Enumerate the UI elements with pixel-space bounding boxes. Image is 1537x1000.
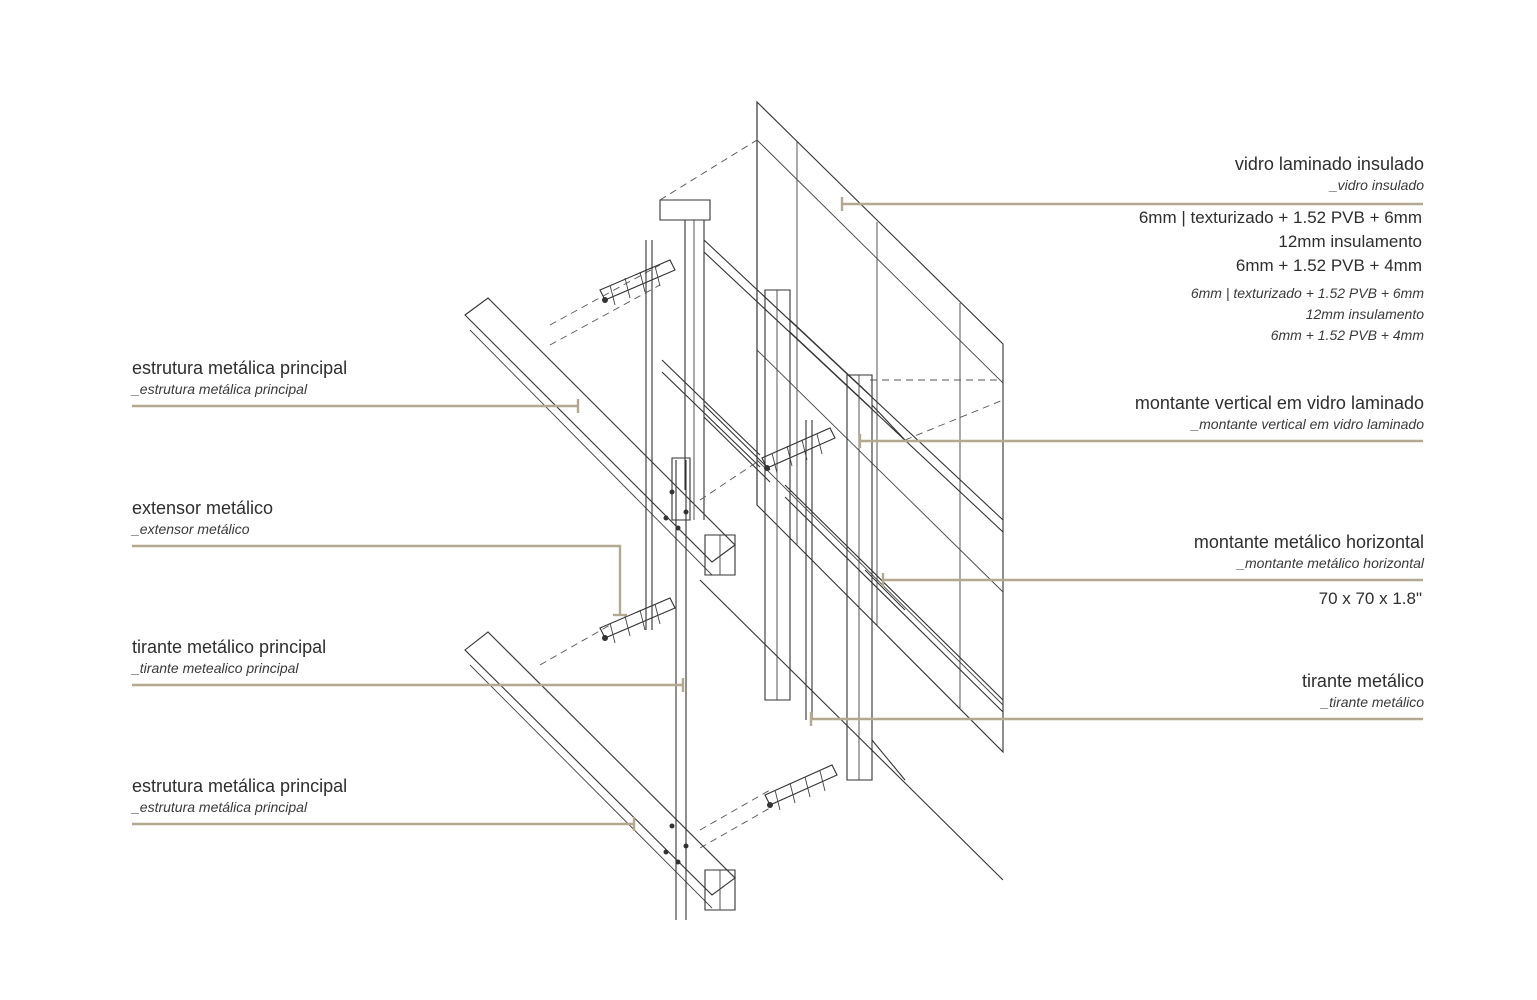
glass-spec-line-1: 6mm | texturizado + 1.52 PVB + 6mm <box>1138 208 1422 227</box>
label-left-3: tirante metálico principal _tirante mete… <box>132 636 326 678</box>
label-left-2: extensor metálico _extensor metálico <box>132 497 273 539</box>
label-right-3-subtitle: _montante metálico horizontal <box>1237 555 1424 571</box>
label-right-3: montante metálico horizontal _montante m… <box>1194 531 1424 573</box>
label-right-4-subtitle: _tirante metálico <box>1321 694 1424 710</box>
projection-lines <box>539 139 1004 849</box>
glass-spec-italic-line-3: 6mm + 1.52 PVB + 4mm <box>1270 327 1424 343</box>
label-right-2: montante vertical em vidro laminado _mon… <box>1135 392 1424 434</box>
main-tie-rod <box>645 240 813 920</box>
leader-lines <box>132 197 1423 831</box>
label-left-4: estrutura metálica principal _estrutura … <box>132 775 347 817</box>
label-left-3-title: tirante metálico principal <box>132 637 327 657</box>
label-left-3-subtitle: _tirante metealico principal <box>132 660 299 676</box>
horizontal-spec: 70 x 70 x 1.8" <box>1319 587 1422 611</box>
horizontal-spec-text: 70 x 70 x 1.8" <box>1318 589 1422 608</box>
extensor-brackets <box>599 259 838 811</box>
vertical-fin <box>659 199 1004 881</box>
label-left-2-title: extensor metálico <box>132 498 274 518</box>
label-right-4: tirante metálico _tirante metálico <box>1302 670 1424 712</box>
leader-left-2 <box>132 544 622 615</box>
glass-spec-block: 6mm | texturizado + 1.52 PVB + 6mm 12mm … <box>1139 206 1422 278</box>
label-right-4-title: tirante metálico <box>1301 671 1424 691</box>
glass-panel <box>756 100 1004 754</box>
bracket-3 <box>599 597 676 644</box>
glass-spec-line-2: 12mm insulamento <box>1278 232 1422 251</box>
label-left-4-title: estrutura metálica principal <box>132 776 348 796</box>
label-right-2-subtitle: _montante vertical em vidro laminado <box>1191 416 1424 432</box>
glass-spec-line-3: 6mm + 1.52 PVB + 4mm <box>1235 256 1422 275</box>
label-left-1-subtitle: _estrutura metálica principal <box>132 381 308 397</box>
bracket-1 <box>599 259 676 306</box>
lower-beam <box>464 631 736 911</box>
label-left-1: estrutura metálica principal _estrutura … <box>132 357 347 399</box>
glass-spec-italic-line-2: 12mm insulamento <box>1305 306 1424 322</box>
label-right-1: vidro laminado insulado _vidro insulado <box>1235 153 1424 195</box>
label-left-4-subtitle: _estrutura metálica principal <box>132 799 308 815</box>
label-right-1-title: vidro laminado insulado <box>1234 154 1424 174</box>
upper-beam <box>464 297 736 576</box>
bracket-4 <box>764 764 838 811</box>
label-left-2-subtitle: _extensor metálico <box>132 521 250 537</box>
label-left-1-title: estrutura metálica principal <box>132 358 348 378</box>
label-right-2-title: montante vertical em vidro laminado <box>1134 393 1424 413</box>
label-right-3-title: montante metálico horizontal <box>1193 532 1424 552</box>
label-right-1-subtitle: _vidro insulado <box>1329 177 1424 193</box>
glass-spec-italic-block: 6mm | texturizado + 1.52 PVB + 6mm 12mm … <box>1191 283 1424 346</box>
glass-spec-italic-line-1: 6mm | texturizado + 1.52 PVB + 6mm <box>1190 285 1424 301</box>
bracket-2 <box>761 427 836 474</box>
